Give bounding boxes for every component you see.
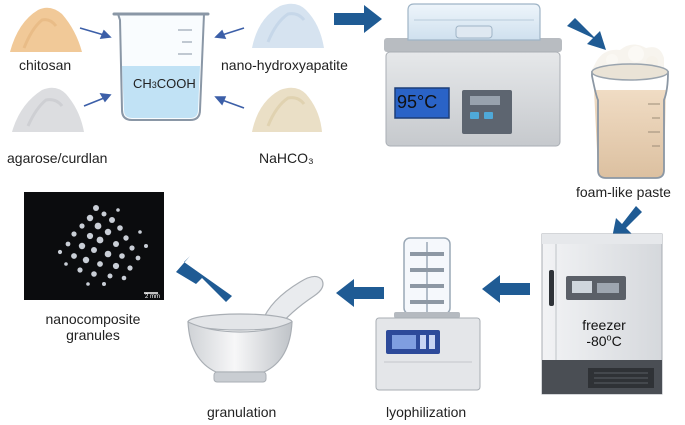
product-label-line2: granules [66,327,120,343]
step-label-granulation: granulation [207,404,277,420]
solvent-label-suffix: COOH [156,76,196,91]
product-label: nanocomposite granules [18,311,168,343]
product-label-line1: nanocomposite [45,311,141,327]
step-label-foam-paste: foam-like paste [576,184,671,200]
water-bath-temperature: 95°C [397,92,438,112]
arrow-to-lyophilizer [482,275,530,303]
arrow-to-granules [176,256,232,302]
granules-photo [24,192,164,300]
solvent-label-subscript: 3 [151,80,157,90]
mortar-pestle-icon [187,275,324,383]
chitosan-powder-icon [10,7,82,52]
freezer-label-line1: freezer [582,317,626,333]
freezer-temp-unit: C [611,333,622,349]
water-bath-icon [384,3,562,147]
arrow-to-water-bath [334,5,382,33]
freezer-label: freezer -80oC [572,317,636,349]
solvent-label-prefix: CH [133,76,152,91]
ingredient-label-agarose: agarose/curdlan [7,150,108,166]
freezer-temp-value: -80 [586,333,607,349]
arrow-nahco3-to-beaker [214,96,245,109]
scale-bar-label: 2 mm [145,294,160,300]
foam-paste-jar-icon [591,44,669,179]
granule-particles [57,205,148,286]
arrow-to-mortar [336,279,384,307]
arrow-to-freezer [612,206,642,238]
arrow-chitosan-to-beaker [79,27,112,39]
ingredient-label-nano-hydroxyapatite: nano-hydroxyapatite [221,57,348,73]
ingredient-label-nahco3: NaHCO₃ [259,150,314,166]
arrow-agarose-to-beaker [83,93,112,107]
ingredient-label-chitosan: chitosan [19,57,72,73]
freezer-temp-degree: o [606,332,612,343]
nano-hydroxyapatite-powder-icon [252,3,324,48]
arrow-nha-to-beaker [214,27,245,39]
step-label-lyophilization: lyophilization [386,404,467,420]
nahco3-powder-icon [252,87,322,132]
arrow-to-foam-paste [567,18,606,50]
freezer-label-line2: -80oC [572,333,636,349]
solvent-label: CH3COOH [133,76,196,93]
freezer-icon [541,233,663,395]
agarose-powder-icon [12,87,84,132]
lyophilizer-icon [375,237,481,391]
beaker-icon [112,12,210,121]
